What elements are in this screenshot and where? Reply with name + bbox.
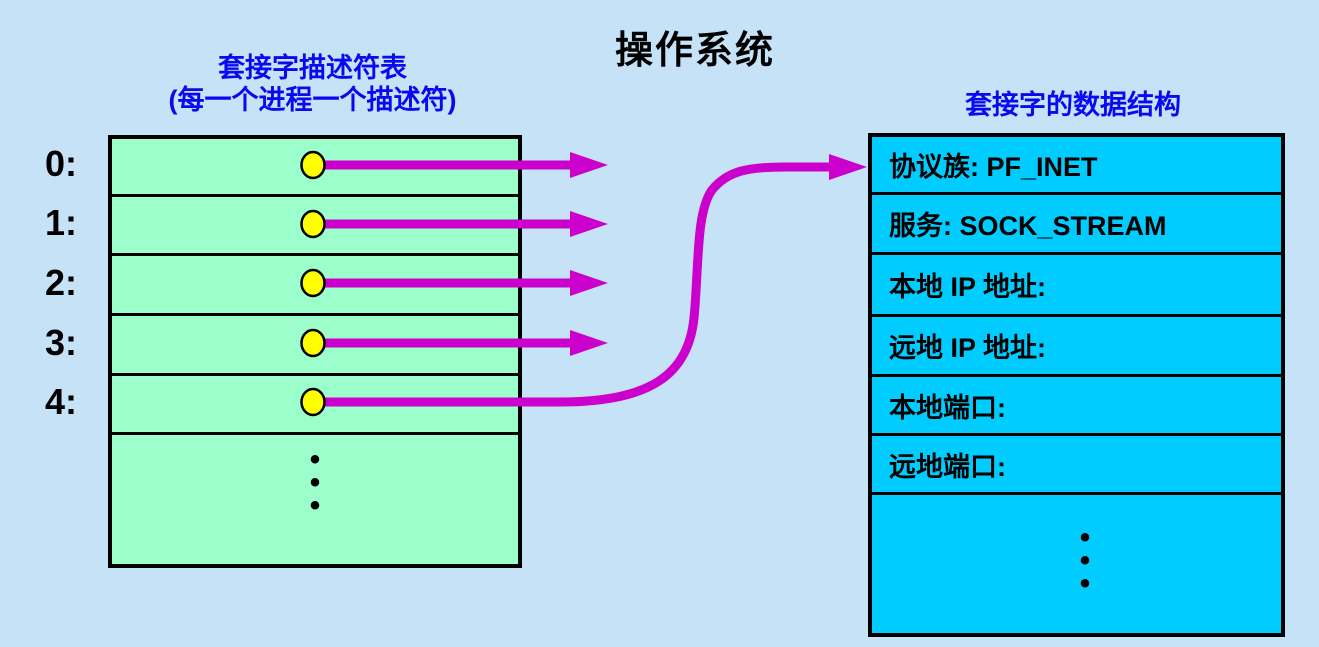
field-protocol-family: 协议族: PF_INET bbox=[872, 137, 1281, 195]
descriptor-index-1: 1: bbox=[44, 202, 77, 243]
descriptor-index-4: 4: bbox=[44, 381, 77, 422]
descriptor-row-3 bbox=[112, 316, 518, 376]
ellipsis-dot: • bbox=[309, 489, 321, 522]
structure-ellipsis-row: • • • bbox=[872, 495, 1281, 633]
socket-data-structure-table: 协议族: PF_INET 服务: SOCK_STREAM 本地 IP 地址: 远… bbox=[868, 133, 1285, 637]
ellipsis-dot: • bbox=[1079, 520, 1091, 554]
descriptor-table-caption-line1: 套接字描述符表 bbox=[218, 53, 407, 83]
field-remote-port: 远地端口: bbox=[872, 436, 1281, 495]
descriptor-row-4 bbox=[112, 376, 518, 435]
descriptor-index-3: 3: bbox=[44, 322, 77, 363]
ellipsis-dot: • bbox=[1079, 566, 1091, 600]
socket-structure-caption: 套接字的数据结构 bbox=[965, 90, 1181, 120]
field-remote-ip: 远地 IP 地址: bbox=[872, 317, 1281, 377]
page-title: 操作系统 bbox=[614, 30, 775, 72]
ellipsis-dot: • bbox=[309, 443, 321, 476]
field-service: 服务: SOCK_STREAM bbox=[872, 195, 1281, 255]
descriptor-ellipsis-row: • • • bbox=[112, 435, 518, 564]
descriptor-table-caption: 套接字描述符表 (每一个进程一个描述符) bbox=[90, 52, 535, 116]
vertical-ellipsis: • • • bbox=[309, 443, 321, 551]
descriptor-table-caption-line2: (每一个进程一个描述符) bbox=[168, 85, 457, 115]
ellipsis-dot: • bbox=[309, 466, 321, 499]
descriptor-row-1 bbox=[112, 197, 518, 256]
vertical-ellipsis: • • • bbox=[1079, 520, 1091, 603]
field-local-ip: 本地 IP 地址: bbox=[872, 255, 1281, 317]
socket-descriptor-table: • • • bbox=[108, 135, 522, 568]
descriptor-index-2: 2: bbox=[44, 262, 77, 303]
descriptor-row-0 bbox=[112, 139, 518, 197]
ellipsis-dot: • bbox=[1079, 543, 1091, 577]
descriptor-row-2 bbox=[112, 256, 518, 316]
field-local-port: 本地端口: bbox=[872, 377, 1281, 436]
descriptor-index-0: 0: bbox=[44, 143, 77, 184]
